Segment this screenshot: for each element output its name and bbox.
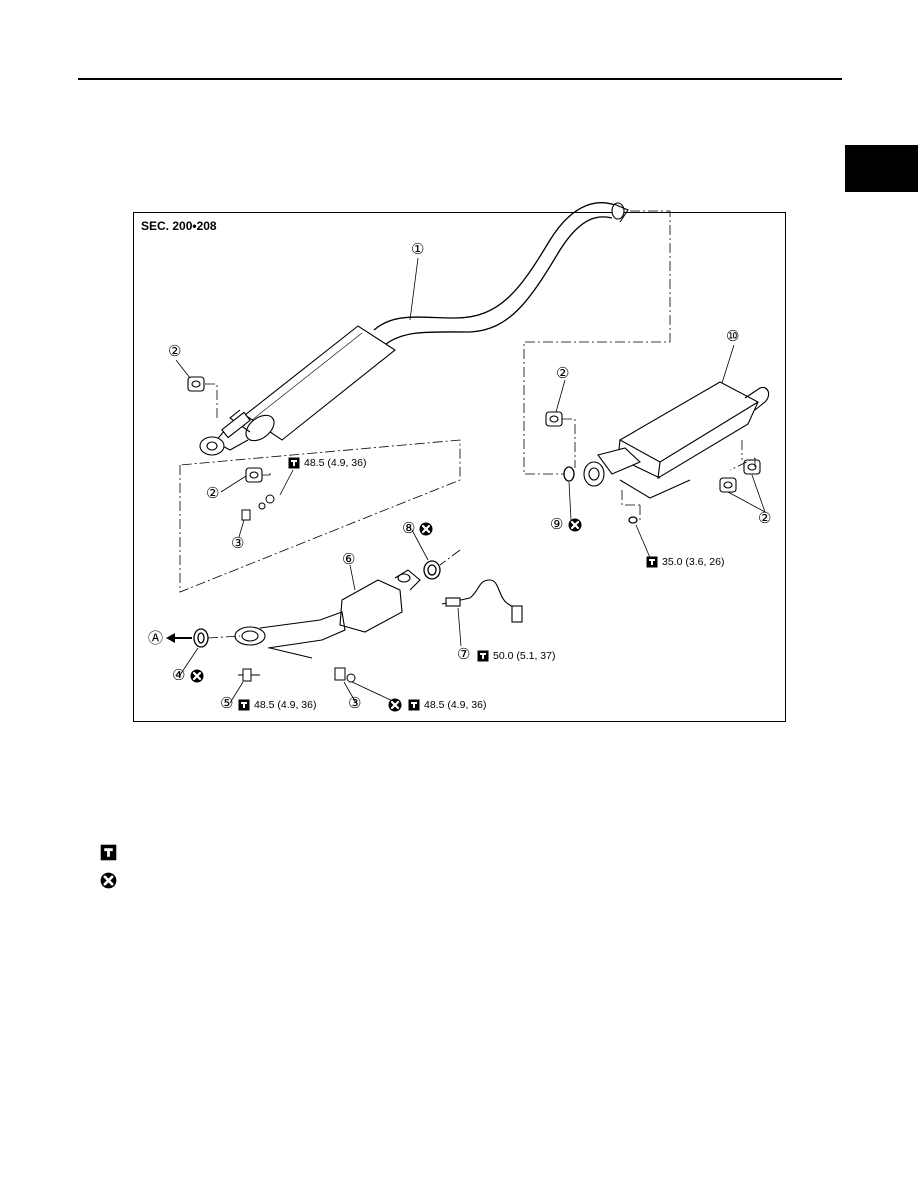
callout-2-lower-left: ② [206,485,220,502]
main-muffler-assembly [583,381,770,499]
torque-spec-bolt-5: 48.5 (4.9, 36) [238,699,316,711]
callout-1: ① [411,241,425,258]
heated-oxygen-sensor [441,579,523,623]
do-not-reuse-icon [100,872,117,889]
callout-3-lower: ③ [348,695,362,712]
legend-torque [100,843,125,861]
torque-spec-nut: 48.5 (4.9, 36) [408,699,486,711]
section-label: SEC. 200•208 [141,219,217,233]
torque-value: 50.0 (5.1, 37) [493,650,556,662]
callout-8: ⑧ [402,520,416,537]
gaskets [193,466,638,648]
callout-2-right: ② [758,510,772,527]
torque-value: 48.5 (4.9, 36) [304,457,367,469]
callout-6: ⑥ [342,551,356,568]
torque-value: 35.0 (3.6, 26) [662,556,725,568]
callout-a: Ⓐ [148,630,164,647]
center-muffler-assembly [199,202,629,456]
torque-spec-rear-muffler: 35.0 (3.6, 26) [646,556,724,568]
callout-7: ⑦ [457,646,471,663]
bolts-and-nuts [238,494,356,683]
torque-icon [408,699,420,711]
torque-icon [477,650,489,662]
torque-icon [238,699,250,711]
arrow-a [166,633,192,643]
torque-spec-front-flange: 48.5 (4.9, 36) [288,457,366,469]
torque-value: 48.5 (4.9, 36) [424,699,487,711]
torque-value: 48.5 (4.9, 36) [254,699,317,711]
connection-lines [179,210,756,639]
callout-4: ④ [172,667,186,684]
torque-spec-sensor: 50.0 (5.1, 37) [477,650,555,662]
torque-icon [288,457,300,469]
section-tab [845,145,918,192]
do-not-reuse-icon [419,522,433,536]
front-tube-catalyst [234,569,421,659]
diagram-frame [133,212,786,722]
callout-10: ⑩ [726,328,740,345]
do-not-reuse-icon [388,698,402,712]
header-rule [78,78,842,80]
callout-3-upper: ③ [231,535,245,552]
legend-do-not-reuse [100,871,125,889]
leader-lines [175,257,766,704]
callout-5: ⑤ [220,695,234,712]
torque-icon [646,556,658,568]
callout-2-rear: ② [556,365,570,382]
do-not-reuse-icon [190,669,204,683]
callout-2-upper-left: ② [168,343,182,360]
callout-9: ⑨ [550,516,564,533]
torque-icon [100,844,117,861]
do-not-reuse-icon [568,518,582,532]
